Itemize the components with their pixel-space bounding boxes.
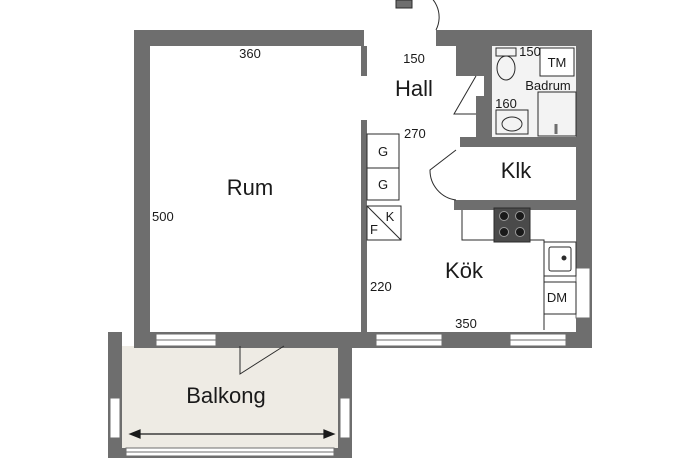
- dim-badrum-width: 150: [519, 44, 541, 59]
- balcony-double-arrow: [128, 429, 336, 439]
- room-label-klk: Klk: [501, 158, 533, 183]
- dim-hall-width: 150: [403, 51, 425, 66]
- dim-rum-width: 360: [239, 46, 261, 61]
- dim-kok-depth: 220: [370, 279, 392, 294]
- doors: [239, 0, 477, 375]
- fixture-label-g1: G: [378, 144, 388, 159]
- washing-machine-box: [539, 47, 575, 77]
- room-label-balkong: Balkong: [186, 383, 266, 408]
- entrance-door-leaf: [395, 0, 413, 9]
- sink-icon: [543, 241, 577, 277]
- windows: [109, 267, 591, 457]
- balcony-floor: [122, 346, 338, 448]
- kitchen-counter: [461, 207, 577, 330]
- balcony-door-swing: [239, 345, 285, 375]
- washbasin-icon: [495, 109, 529, 135]
- closet-door-swing: [429, 149, 457, 201]
- fixture-label-tm: TM: [548, 55, 567, 70]
- dishwasher-box: [543, 281, 577, 315]
- stove-icon: [493, 207, 531, 243]
- fixture-label-dm: DM: [547, 290, 567, 305]
- bathroom-fixtures: [495, 47, 577, 137]
- room-label-hall: Hall: [395, 76, 433, 101]
- room-label-rum: Rum: [227, 175, 273, 200]
- dim-rum-depth: 500: [152, 209, 174, 224]
- fixture-label-g2: G: [378, 177, 388, 192]
- room-label-kok: Kök: [445, 258, 484, 283]
- storage-units: [366, 133, 402, 241]
- bathroom-door-swing: [453, 75, 477, 115]
- dim-badrum-depth: 160: [495, 96, 517, 111]
- entrance-door-swing: [395, 0, 440, 31]
- toilet-icon: [496, 55, 516, 81]
- fixture-label-f: F: [370, 222, 378, 237]
- room-label-badrum: Badrum: [525, 78, 571, 93]
- wardrobe-2: [366, 167, 400, 201]
- dim-hall-depth: 270: [404, 126, 426, 141]
- fixture-label-k: K: [386, 209, 395, 224]
- inner-walls: [361, 46, 576, 348]
- dim-kok-width: 350: [455, 316, 477, 331]
- shower-area: [537, 91, 577, 137]
